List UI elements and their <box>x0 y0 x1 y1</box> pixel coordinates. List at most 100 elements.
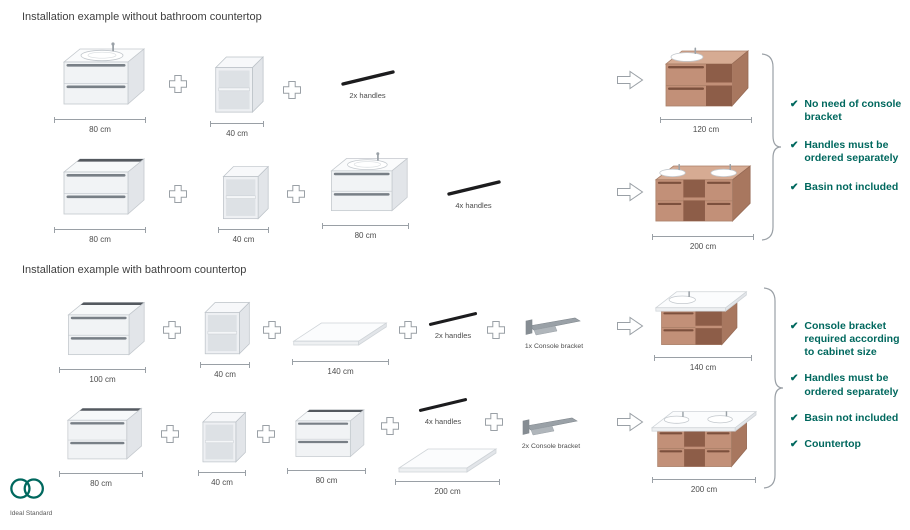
plus-icon <box>263 321 281 339</box>
plus-icon <box>399 321 417 339</box>
plus-icon <box>257 425 275 443</box>
assembled-unit-120: 120 cm <box>656 44 756 134</box>
dimension: 40 cm <box>218 227 269 244</box>
dimension: 40 cm <box>210 121 265 138</box>
brand-logo: Ideal Standard <box>8 476 78 517</box>
plus-icon <box>287 185 305 203</box>
note: ✔ Basin not included <box>790 412 910 425</box>
dimension-line <box>652 234 754 241</box>
check-icon: ✔ <box>790 438 799 450</box>
open-cabinet-illustration <box>202 412 246 463</box>
note-text: Basin not included <box>804 180 899 193</box>
dimension-label: 80 cm <box>315 476 338 485</box>
note-text: Console bracket required according to ca… <box>804 320 900 359</box>
open-cabinet-40: 40 cm <box>196 408 248 487</box>
console-bracket-icon <box>525 317 581 336</box>
vanity-80: 80 cm <box>50 150 150 244</box>
handles-icon <box>418 398 468 412</box>
arrow-icon <box>617 317 643 335</box>
dimension-line <box>394 479 501 486</box>
dimension: 80 cm <box>58 471 144 488</box>
cabinet-100: 100 cm <box>55 294 150 384</box>
dimension: 140 cm <box>654 355 752 372</box>
plus-icon <box>381 417 399 435</box>
cabinet-80: 80 cm <box>55 400 147 488</box>
handles-icon <box>446 180 501 196</box>
dimension: 80 cm <box>54 117 146 134</box>
dimension-label: 80 cm <box>90 479 112 488</box>
dimension: 80 cm <box>54 227 146 244</box>
dimension-line <box>200 362 250 369</box>
brace-section-2 <box>763 287 784 489</box>
note-text: Handles must be ordered separately <box>804 372 899 398</box>
open-cabinet-40: 40 cm <box>198 298 252 379</box>
open-cabinet-40: 40 cm <box>216 162 271 244</box>
check-icon: ✔ <box>790 321 799 332</box>
notes-section-2: ✔ Console bracket required according to … <box>790 320 910 451</box>
handles-4x: 4x handles <box>412 396 474 426</box>
dimension-label: 100 cm <box>89 375 116 384</box>
dimension: 40 cm <box>198 470 246 487</box>
dimension-label: 120 cm <box>692 125 720 134</box>
dimension: 100 cm <box>58 367 147 384</box>
dimension: 200 cm <box>652 234 754 251</box>
dimension-line <box>58 471 144 478</box>
dimension-line <box>54 117 146 124</box>
dimension-line <box>198 470 246 477</box>
dimension: 80 cm <box>321 223 410 240</box>
dimension: 120 cm <box>660 117 752 134</box>
notes-section-1: ✔ No need of console bracket ✔ Handles m… <box>790 98 908 194</box>
cabinet-80: 80 cm <box>284 402 369 485</box>
dimension-label: 80 cm <box>89 125 111 134</box>
note: ✔ Handles must be ordered separately <box>790 139 908 165</box>
console-bracket-label: 2x Console bracket <box>521 443 581 450</box>
plus-icon <box>487 321 505 339</box>
dimension-line <box>654 355 752 362</box>
plus-icon <box>169 75 187 93</box>
plus-icon <box>169 185 187 203</box>
plus-icon <box>163 321 181 339</box>
cabinet-illustration <box>67 302 145 356</box>
dimension-label: 40 cm <box>232 235 255 244</box>
open-cabinet-illustration <box>222 166 269 220</box>
vanity-illustration <box>63 158 145 215</box>
dimension-line <box>54 227 146 234</box>
arrow-icon <box>617 183 643 201</box>
brand-rings-icon <box>10 478 44 499</box>
check-icon: ✔ <box>790 412 799 424</box>
dimension-label: 80 cm <box>89 235 111 244</box>
countertop-140: 140 cm <box>288 318 393 376</box>
dimension: 200 cm <box>394 479 501 496</box>
handles-2x: 2x handles <box>330 68 405 100</box>
vanity-basin-illustration <box>63 41 145 105</box>
note: ✔ Console bracket required according to … <box>790 320 910 359</box>
assembled-unit-illustration <box>651 410 757 468</box>
console-bracket-label: 1x Console bracket <box>524 343 584 350</box>
open-cabinet-illustration <box>204 302 250 355</box>
dimension-line <box>652 477 756 484</box>
handles-label: 4x handles <box>455 201 492 210</box>
dimension-label: 140 cm <box>689 363 717 372</box>
assembled-unit-illustration <box>655 290 747 346</box>
assembled-unit-200-countertop: 200 cm <box>648 406 760 494</box>
console-bracket-icon <box>522 417 578 436</box>
brand-name: Ideal Standard <box>10 510 53 517</box>
handles-icon <box>340 70 395 86</box>
check-icon: ✔ <box>790 181 799 193</box>
countertop-200: 200 cm <box>390 444 505 496</box>
dimension-line <box>292 359 389 366</box>
note-text: Handles must be ordered separately <box>804 139 899 165</box>
check-icon: ✔ <box>790 99 799 110</box>
vanity-basin-80: 80 cm <box>318 150 413 240</box>
vanity-basin-80: 80 cm <box>50 40 150 134</box>
dimension: 40 cm <box>200 362 250 379</box>
cabinet-illustration <box>295 409 365 458</box>
open-cabinet-illustration <box>215 56 264 113</box>
vanity-basin-illustration <box>330 151 408 212</box>
plus-icon <box>283 81 301 99</box>
console-bracket-2x: 2x Console bracket <box>512 414 590 450</box>
note-text: Countertop <box>804 437 861 450</box>
dimension-label: 80 cm <box>354 231 377 240</box>
note-text: Basin not included <box>804 411 899 424</box>
